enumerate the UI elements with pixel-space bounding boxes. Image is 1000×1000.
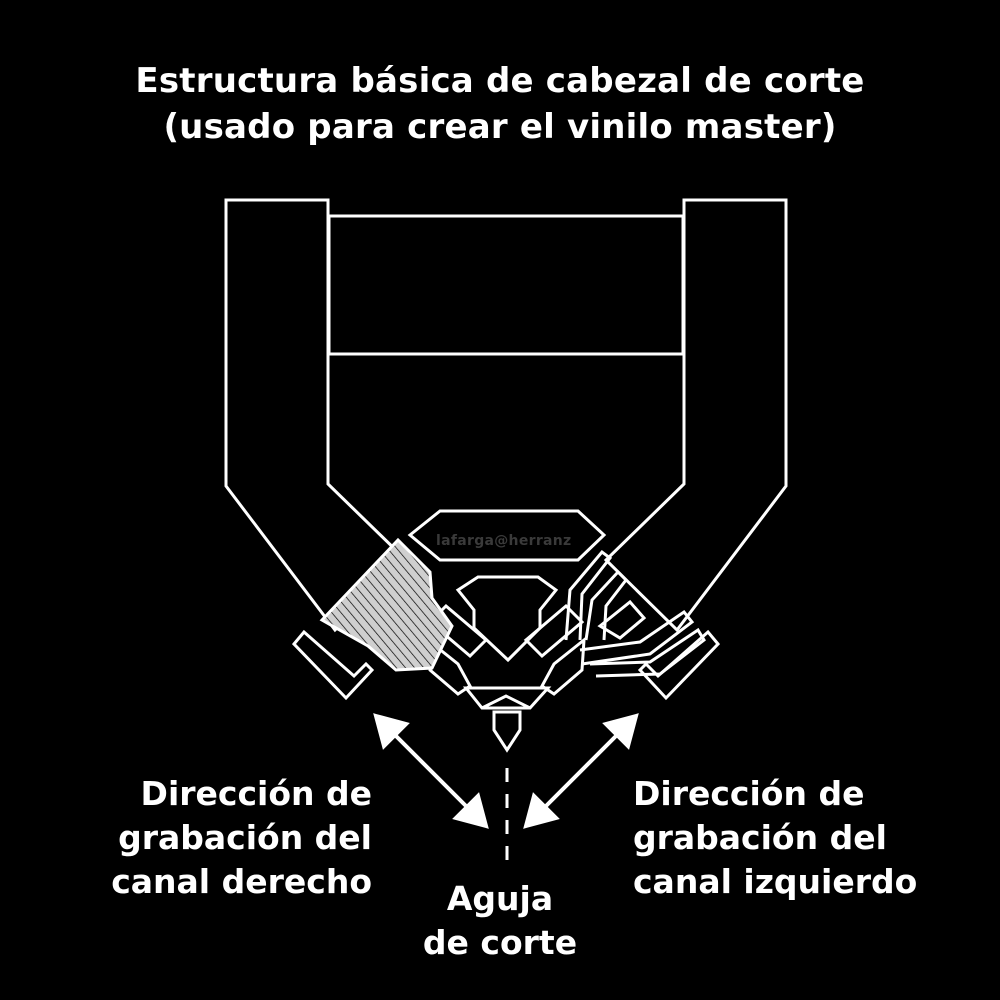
central-housing — [407, 509, 607, 562]
left-damping-bracket — [291, 629, 375, 701]
right-channel-label-line-1: Dirección de — [140, 774, 372, 813]
right-channel-label: Dirección de grabación del canal derecho — [60, 772, 372, 904]
title-line-1: Estructura básica de cabezal de corte — [135, 61, 865, 101]
stylus-label-line-2: de corte — [422, 923, 578, 962]
left-channel-label-line-2: grabación del — [633, 818, 887, 857]
left-channel-label-line-1: Dirección de — [633, 774, 865, 813]
left-channel-label: Dirección de grabación del canal izquier… — [633, 772, 973, 904]
left-channel-label-line-3: canal izquierdo — [633, 862, 918, 901]
stylus-label-line-1: Aguja — [446, 879, 554, 918]
right-cantilever — [523, 603, 585, 659]
left-channel-arrow-head-bottom — [523, 792, 560, 829]
title-line-2: (usado para crear el vinilo master) — [163, 107, 837, 147]
watermark: lafarga@herranz — [436, 533, 572, 549]
right-channel-arrow-head-bottom — [452, 792, 489, 829]
right-channel-arrow-shaft — [390, 730, 472, 812]
right-channel-label-line-2: grabación del — [118, 818, 372, 857]
right-damping-bracket — [637, 629, 721, 701]
direction-arrows — [373, 713, 639, 829]
right-channel-arrow-head-top — [373, 713, 410, 750]
stylus-label: Aguja de corte — [400, 877, 600, 965]
left-channel-arrow-shaft — [540, 730, 622, 812]
right-coil-wiring — [564, 549, 706, 678]
left-coil — [319, 537, 454, 672]
right-channel-label-line-3: canal derecho — [111, 862, 372, 901]
armature — [455, 575, 559, 663]
cutting-stylus — [492, 710, 522, 753]
diagram-title: Estructura básica de cabezal de corte (u… — [0, 58, 1000, 150]
left-channel-arrow-head-top — [602, 713, 639, 750]
magnet-frame — [224, 198, 788, 633]
